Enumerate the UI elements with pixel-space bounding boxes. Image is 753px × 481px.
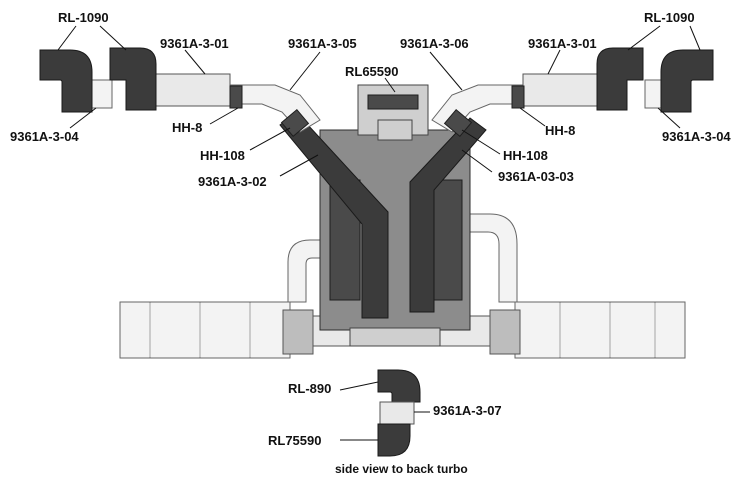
label-9361a-3-01-left: 9361A-3-01 — [160, 36, 229, 51]
label-9361a-3-02: 9361A-3-02 — [198, 174, 267, 189]
label-9361a-03-03: 9361A-03-03 — [498, 169, 574, 184]
right-bellows-coupler — [489, 309, 521, 355]
label-rl1090-left: RL-1090 — [58, 10, 109, 25]
label-9361a-3-06: 9361A-3-06 — [400, 36, 469, 51]
part-labels: RL-1090 RL-1090 9361A-3-01 9361A-3-05 93… — [10, 10, 731, 476]
side-view-tube-07 — [379, 401, 415, 425]
label-9361a-3-04-left: 9361A-3-04 — [10, 129, 79, 144]
label-9361a-3-05: 9361A-3-05 — [288, 36, 357, 51]
label-hh108-left: HH-108 — [200, 148, 245, 163]
left-hh8-clamp — [229, 85, 243, 109]
left-coupler-04 — [89, 79, 113, 109]
engine-throttle-body — [377, 119, 413, 141]
right-straight-tube-01 — [522, 73, 604, 107]
label-rl75590: RL75590 — [268, 433, 321, 448]
side-view-reducer-rl75590 — [377, 423, 411, 457]
side-view-elbow-rl890 — [377, 369, 421, 403]
label-rl1090-right: RL-1090 — [644, 10, 695, 25]
engine-oil-pan — [349, 327, 441, 347]
right-outer-elbow-rl1090 — [660, 49, 714, 113]
engine-top-detail — [367, 94, 419, 110]
label-rl890: RL-890 — [288, 381, 331, 396]
right-hh108-clamp — [443, 108, 473, 138]
left-intake-plenum — [119, 301, 291, 359]
label-hh8-left: HH-8 — [172, 120, 202, 135]
label-hh8-right: HH-8 — [545, 123, 575, 138]
left-outer-elbow-rl1090 — [39, 49, 93, 113]
left-upper-intake — [39, 47, 321, 138]
right-crossing-hose — [409, 117, 487, 313]
right-intake-plenum — [514, 301, 686, 359]
right-inner-elbow-rl1090 — [596, 47, 644, 111]
leader-lines — [57, 25, 701, 441]
label-hh108-right: HH-108 — [503, 148, 548, 163]
right-hh8-clamp — [511, 85, 525, 109]
left-bellows-coupler — [282, 309, 314, 355]
caption-side-view: side view to back turbo — [335, 462, 468, 476]
label-9361a-3-01-right: 9361A-3-01 — [528, 36, 597, 51]
engine-right-bank — [431, 179, 463, 301]
left-straight-tube-01 — [149, 73, 231, 107]
label-9361a-3-07: 9361A-3-07 — [433, 403, 502, 418]
right-upper-intake — [431, 47, 714, 138]
label-9361a-3-04-right: 9361A-3-04 — [662, 129, 731, 144]
label-rl65590: RL65590 — [345, 64, 398, 79]
left-inner-elbow-rl1090 — [109, 47, 157, 111]
side-view-assembly — [377, 369, 421, 457]
